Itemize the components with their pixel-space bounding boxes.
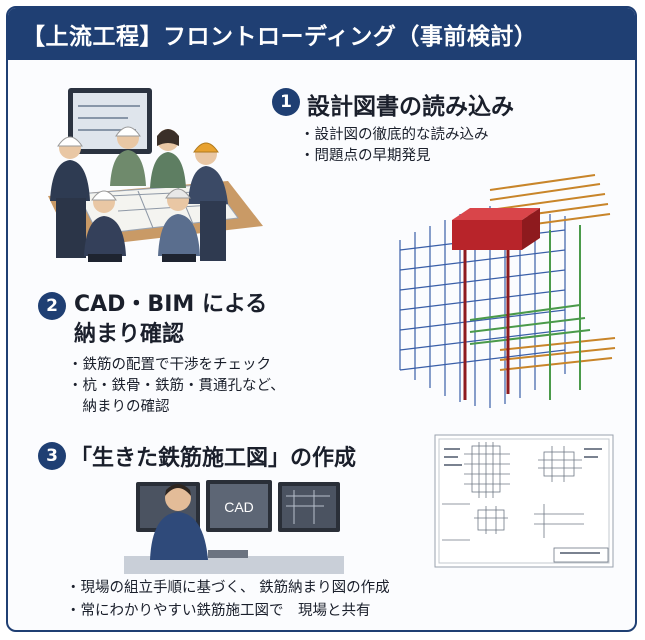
section-2-badge: 2 bbox=[38, 292, 66, 320]
monitor-cad-label: CAD bbox=[224, 499, 254, 515]
section-1-badge: 1 bbox=[272, 88, 300, 116]
section-2-heading-line-2: 納まり確認 bbox=[74, 322, 185, 347]
list-item: ・鉄筋の配置で干渉をチェック bbox=[68, 357, 271, 373]
section-2-heading: CAD・BIM による 納まり確認 bbox=[74, 290, 267, 350]
list-item: ・杭・鉄骨・鉄筋・貫通孔など、 bbox=[68, 378, 285, 394]
rebar-shop-drawing-sheet bbox=[434, 434, 614, 568]
section-2-bullets: ・鉄筋の配置で干渉をチェック ・杭・鉄骨・鉄筋・貫通孔など、 納まりの確認 bbox=[68, 355, 285, 418]
infographic-frame: 【上流工程】フロントローディング（事前検討） bbox=[6, 6, 637, 632]
page-title: 【上流工程】フロントローディング（事前検討） bbox=[8, 8, 635, 60]
rebar-3d-model-illustration bbox=[399, 174, 616, 408]
list-item: ・現場の組立手順に基づく、 鉄筋納まり図の作成 bbox=[66, 580, 390, 596]
section-3-bullets: ・現場の組立手順に基づく、 鉄筋納まり図の作成 ・常にわかりやすい鉄筋施工図で … bbox=[66, 577, 390, 623]
section-2-heading-line-1: CAD・BIM による bbox=[74, 292, 268, 317]
list-item: ・常にわかりやすい鉄筋施工図で 現場と共有 bbox=[66, 603, 371, 619]
list-item: ・問題点の早期発見 bbox=[300, 148, 431, 164]
section-3-badge: 3 bbox=[38, 442, 66, 470]
section-1-heading: 設計図書の読み込み bbox=[307, 94, 514, 120]
cad-workstation-illustration: CAD bbox=[124, 480, 344, 574]
section-1-bullets: ・設計図の徹底的な読み込み ・問題点の早期発見 bbox=[300, 125, 489, 167]
list-item: ・設計図の徹底的な読み込み bbox=[300, 127, 489, 143]
section-3-heading: 「生きた鉄筋施工図」の作成 bbox=[70, 446, 357, 471]
list-item: 納まりの確認 bbox=[68, 399, 170, 415]
team-meeting-illustration bbox=[48, 88, 263, 262]
